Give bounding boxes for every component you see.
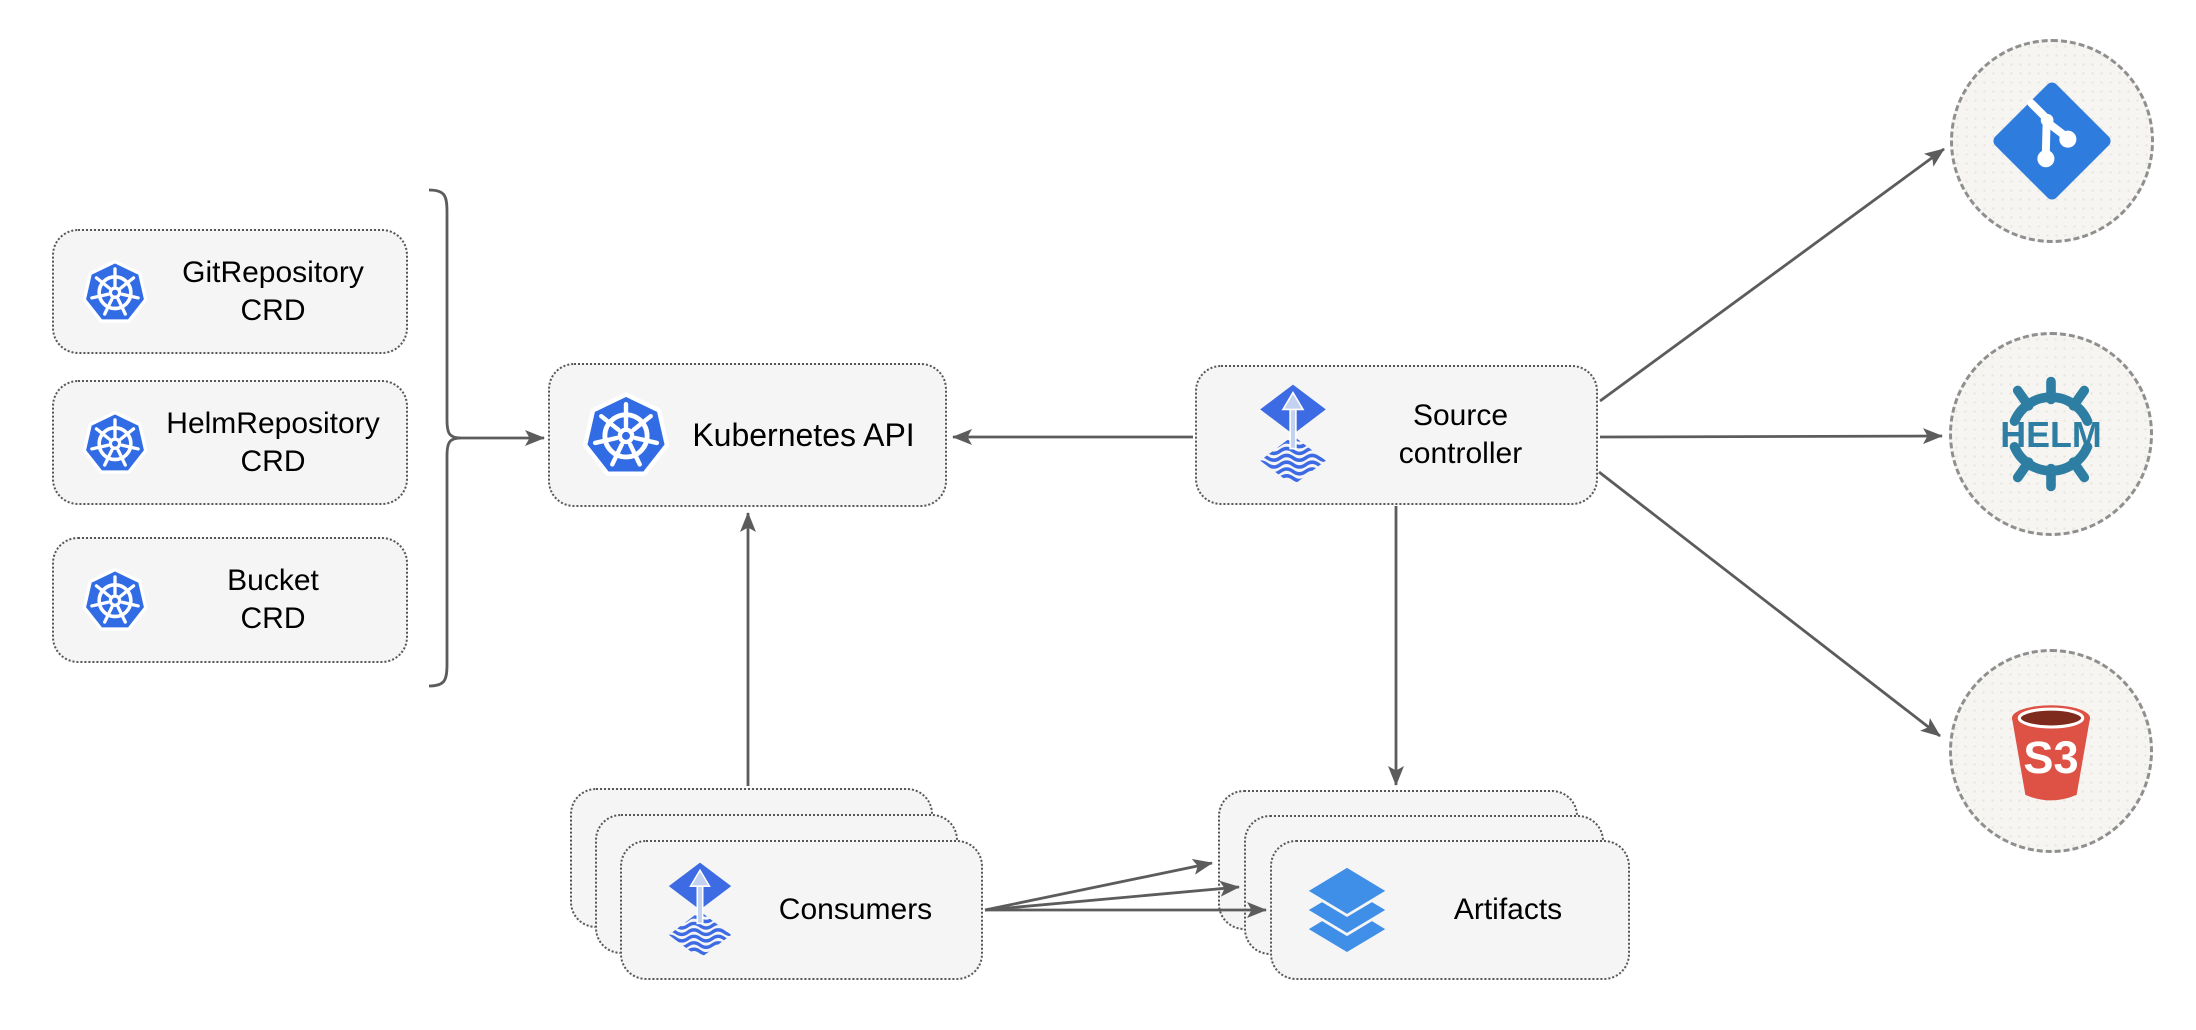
kubernetes-icon bbox=[82, 567, 148, 631]
external-git bbox=[1950, 39, 2154, 243]
arrow-consumers-to-artifacts-1 bbox=[984, 859, 1213, 912]
kubernetes-icon bbox=[82, 259, 148, 323]
crd-name: Bucket bbox=[227, 564, 319, 597]
external-s3: S3 bbox=[1949, 649, 2153, 853]
crd-suffix: CRD bbox=[240, 602, 306, 635]
kubernetes-icon bbox=[582, 392, 670, 476]
helm-label: HELM bbox=[2000, 415, 2102, 455]
stack-consumers: Consumers bbox=[570, 788, 983, 980]
source-controller-line1: Source bbox=[1412, 399, 1509, 432]
source-controller-line2: controller bbox=[1398, 437, 1523, 470]
arrow-source-controller-to-s3 bbox=[1598, 470, 1941, 738]
consumers-label: Consumers bbox=[778, 893, 933, 926]
arrow-source-controller-to-helm bbox=[1599, 428, 1943, 445]
external-helm: HELM bbox=[1949, 332, 2153, 536]
node-artifacts: Artifacts bbox=[1270, 840, 1630, 980]
node-bucket-crd: Bucket CRD bbox=[52, 537, 408, 663]
node-consumers: Consumers bbox=[620, 840, 983, 980]
s3-bucket-icon: S3 bbox=[2011, 705, 2091, 801]
s3-label: S3 bbox=[2023, 732, 2078, 783]
node-source-controller: Source controller bbox=[1195, 365, 1598, 505]
node-label: Source controller bbox=[1333, 397, 1596, 473]
crd-suffix: CRD bbox=[240, 293, 306, 327]
node-label: Consumers bbox=[738, 891, 981, 929]
flux-icon bbox=[668, 862, 732, 955]
kubernetes-icon bbox=[82, 410, 148, 474]
crd-suffix: CRD bbox=[240, 444, 306, 478]
node-label: HelmRepository CRD bbox=[148, 405, 406, 481]
crd-name: GitRepository bbox=[182, 255, 364, 289]
node-label: GitRepository CRD bbox=[148, 254, 406, 330]
stack-artifacts: Artifacts bbox=[1218, 790, 1630, 980]
arrow-consumers-to-artifacts-2 bbox=[984, 880, 1240, 912]
crd-name: HelmRepository bbox=[166, 406, 380, 440]
artifacts-label: Artifacts bbox=[1453, 893, 1563, 926]
node-label: Artifacts bbox=[1396, 891, 1628, 929]
node-label: Bucket CRD bbox=[148, 562, 406, 638]
node-label: Kubernetes API bbox=[670, 416, 945, 454]
helm-icon: HELM bbox=[2000, 376, 2102, 492]
node-gitrepository-crd: GitRepository CRD bbox=[52, 229, 408, 354]
node-kubernetes-api: Kubernetes API bbox=[548, 363, 947, 507]
node-helmrepository-crd: HelmRepository CRD bbox=[52, 380, 408, 505]
arrow-source-controller-to-git bbox=[1599, 147, 1945, 403]
crd-group-bracket bbox=[428, 188, 462, 688]
flux-icon bbox=[1260, 384, 1326, 483]
layers-icon bbox=[1308, 867, 1386, 952]
kubernetes-api-label: Kubernetes API bbox=[692, 417, 915, 453]
git-icon bbox=[1993, 82, 2111, 200]
